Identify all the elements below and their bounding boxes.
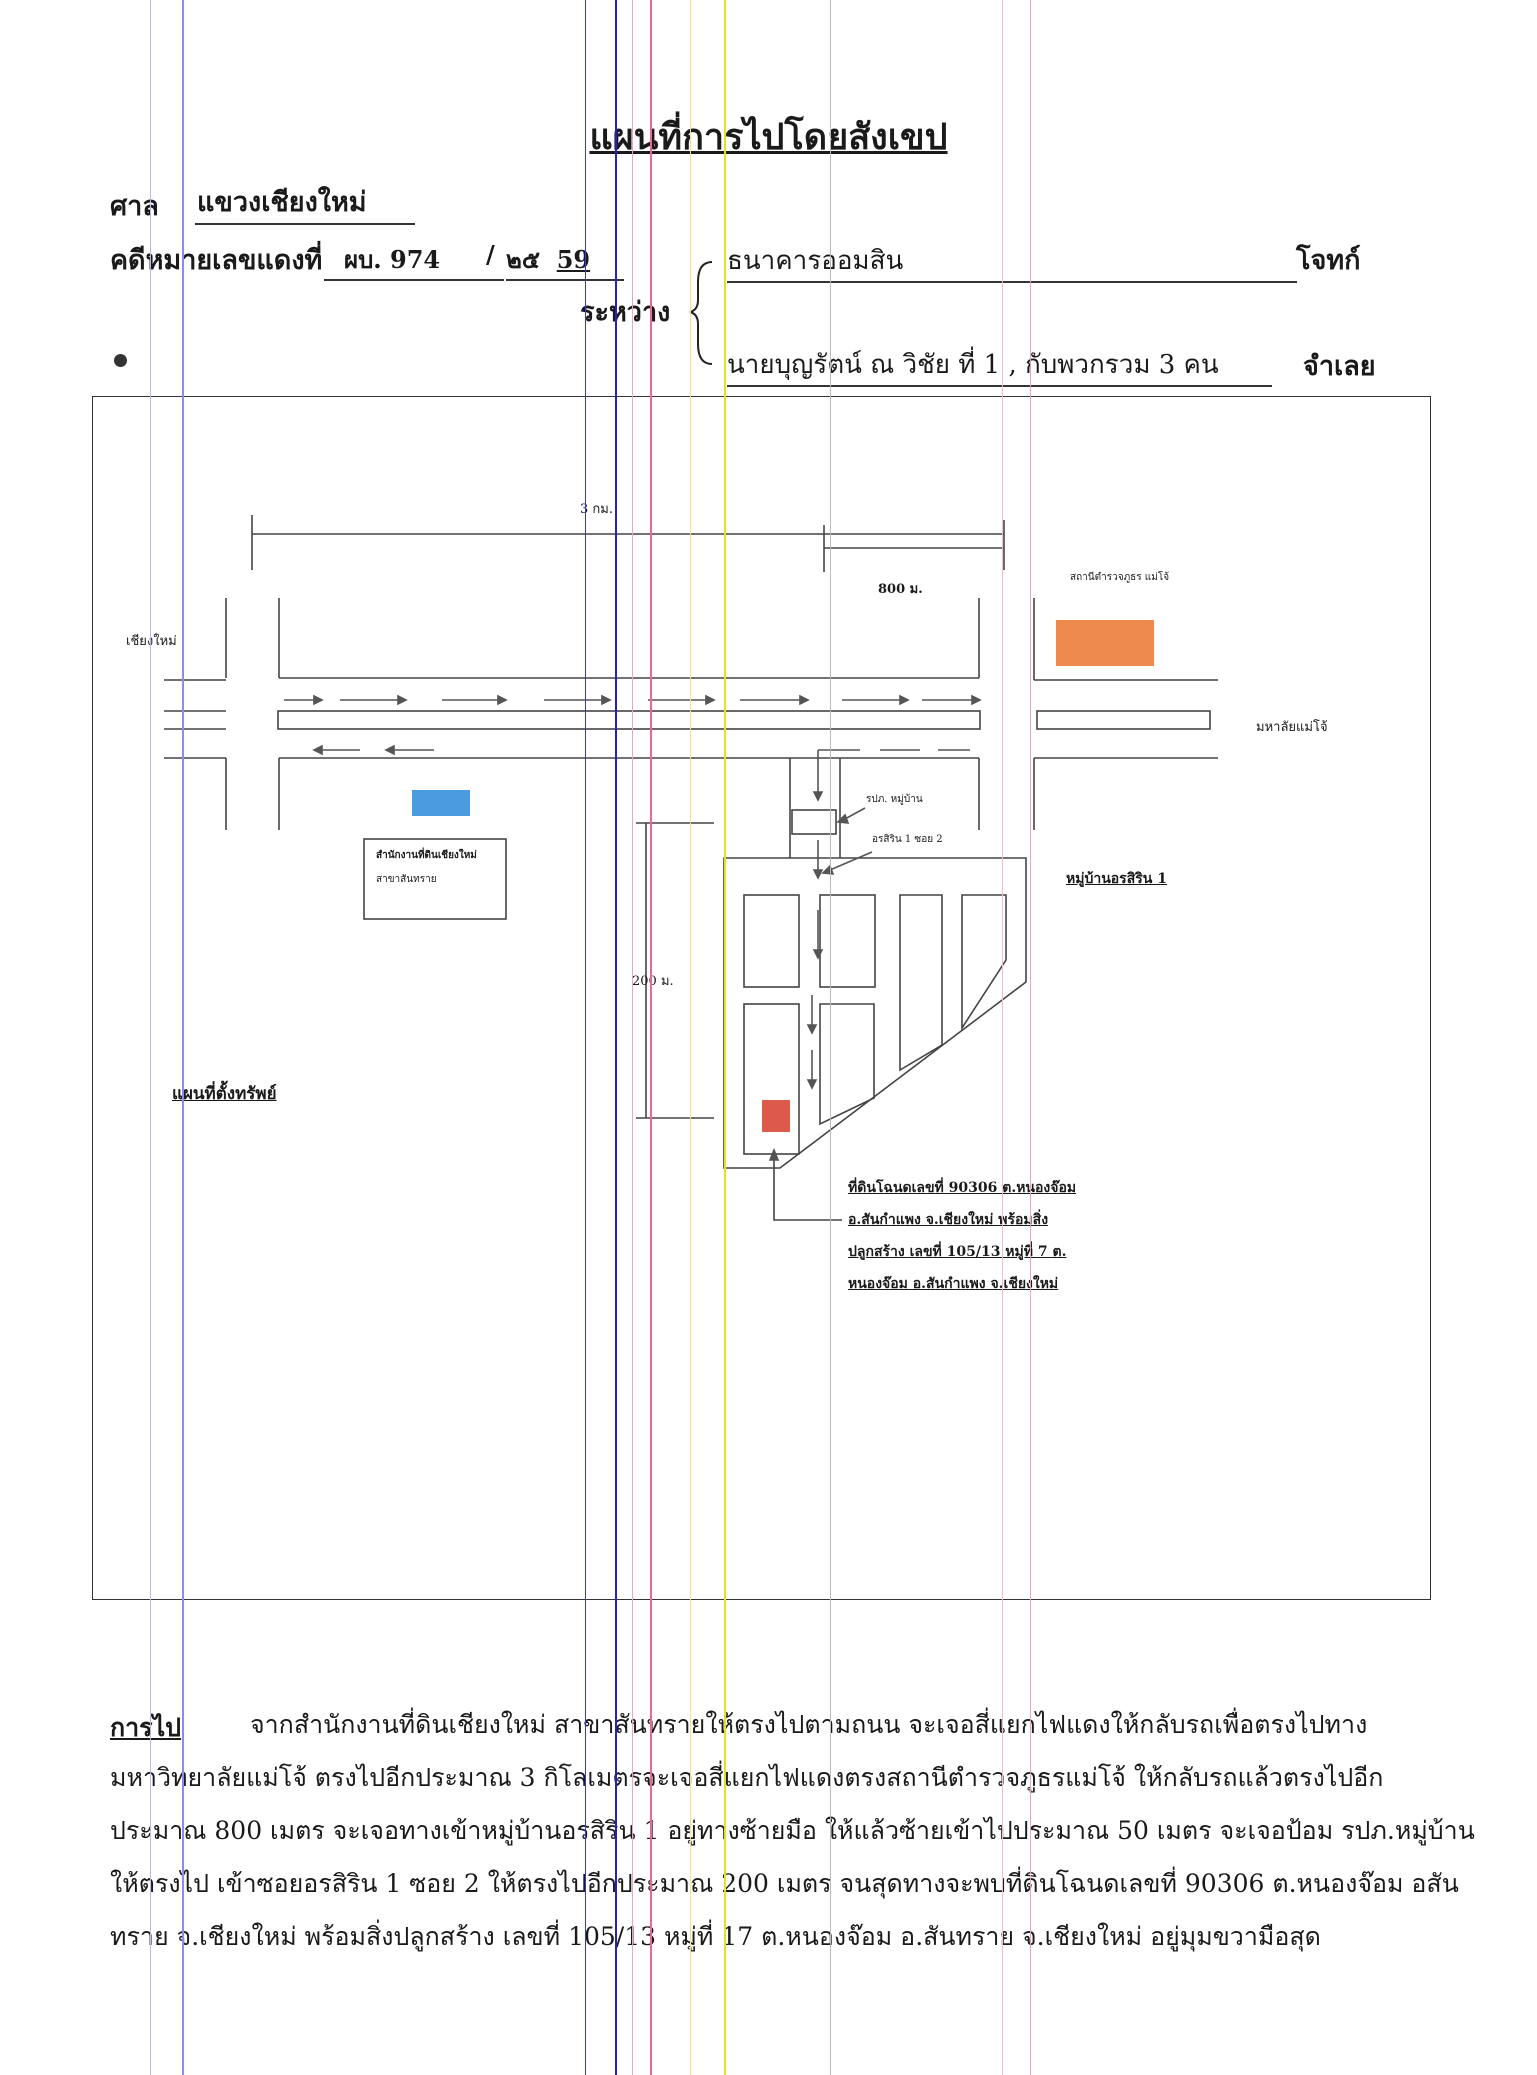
- case-code: ผบ. 974: [324, 240, 504, 281]
- land-office-label-line1: สำนักงานที่ดินเชียงใหม่: [376, 850, 477, 861]
- distance-3km-label: 3 กม.: [580, 502, 613, 517]
- maejo-university-label: มหาลัยแม่โจ้: [1256, 720, 1328, 735]
- scan-line: [724, 0, 726, 2075]
- case-year: 59: [556, 245, 591, 274]
- directions-line: ทราย จ.เชียงใหม่ พร้อมสิ่งปลูกสร้าง เลขท…: [110, 1922, 1321, 1951]
- guard-post-label: รปภ. หมู่บ้าน: [866, 794, 923, 805]
- plaintiff-role: โจทก์: [1296, 245, 1361, 276]
- case-year-block: ๒๕ 59: [506, 240, 624, 281]
- scan-line: [690, 0, 691, 2075]
- police-station-building: [1056, 620, 1154, 666]
- land-office-label-line2: สาขาสันทราย: [376, 874, 437, 885]
- map-frame: [92, 396, 1431, 1600]
- scan-line: [585, 0, 586, 2075]
- directions-line: จากสำนักงานที่ดินเชียงใหม่ สาขาสันทรายให…: [250, 1710, 1368, 1739]
- directions-line: มหาวิทยาลัยแม่โจ้ ตรงไปอีกประมาณ 3 กิโลเ…: [110, 1763, 1384, 1792]
- scan-line: [150, 0, 151, 2075]
- soi-label: อรสิริน 1 ซอย 2: [872, 834, 943, 845]
- property-fill: [762, 1100, 790, 1132]
- scan-line: [182, 0, 184, 2075]
- property-map-label: แผนที่ตั้งทรัพย์: [172, 1084, 277, 1104]
- scan-line: [615, 0, 617, 2075]
- distance-200m-label: 200 ม.: [632, 974, 674, 989]
- police-station-fill: [1056, 620, 1154, 666]
- case-slash: /: [486, 240, 495, 269]
- page-title: แผนที่การไปโดยสังเขป: [589, 116, 948, 158]
- case-year-prefix: ๒๕: [506, 245, 540, 274]
- scan-line: [1030, 0, 1031, 2075]
- police-station-label: สถานีตำรวจภูธร แม่โจ้: [1070, 572, 1170, 583]
- between-label: ระหว่าง: [580, 297, 671, 328]
- land-office-building: [412, 790, 470, 816]
- property-note: ที่ดินโฉนดเลขที่ 90306 ต.หนองจ๊อม อ.สันก…: [848, 1172, 1076, 1300]
- scan-line: [632, 0, 633, 2075]
- property-note-line: หนองจ๊อม อ.สันกำแพง จ.เชียงใหม่: [848, 1276, 1059, 1292]
- defendant-role: จำเลย: [1303, 351, 1376, 382]
- directions-label: การไป: [110, 1713, 182, 1742]
- chiangmai-label: เชียงใหม่: [126, 634, 177, 649]
- plaintiff-name: ธนาคารออมสิน: [727, 240, 1297, 283]
- scan-line: [1002, 0, 1003, 2075]
- property-note-line: ปลูกสร้าง เลขที่ 105/13 หมู่ที่ 7 ต.: [848, 1244, 1067, 1260]
- property-note-line: อ.สันกำแพง จ.เชียงใหม่ พร้อมสิ่ง: [848, 1212, 1049, 1228]
- scan-line: [830, 0, 831, 2075]
- defendant-name: นายบุญรัตน์ ณ วิชัย ที่ 1 , กับพวกรวม 3 …: [727, 344, 1272, 387]
- bullet-dot: [114, 354, 127, 367]
- directions-line: ให้ตรงไป เข้าซอยอรสิริน 1 ซอย 2 ให้ตรงไป…: [110, 1869, 1459, 1898]
- scan-line: [650, 0, 652, 2075]
- court-value: แขวงเชียงใหม่: [195, 180, 415, 225]
- property-note-line: ที่ดินโฉนดเลขที่ 90306 ต.หนองจ๊อม: [848, 1180, 1077, 1196]
- village-label: หมู่บ้านอรสิริน 1: [1066, 871, 1167, 887]
- distance-800m-label: 800 ม.: [878, 582, 923, 597]
- land-office-fill: [412, 790, 470, 816]
- case-number-label: คดีหมายเลขแดงที่: [110, 245, 323, 276]
- directions-line: ประมาณ 800 เมตร จะเจอทางเข้าหมู่บ้านอรสิ…: [110, 1816, 1475, 1845]
- property-marker: [762, 1100, 790, 1132]
